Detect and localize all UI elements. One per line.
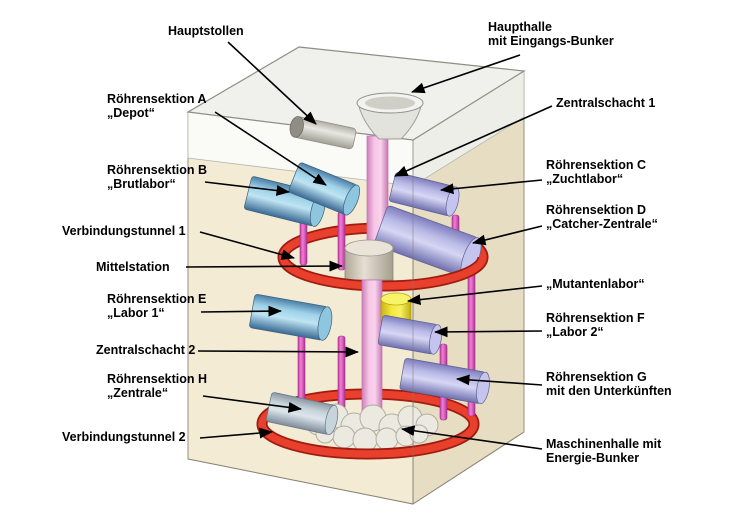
roehrensektion-g-cylinder <box>399 358 490 405</box>
arrow-sektion-e <box>200 305 283 317</box>
label-sektion-c: Röhrensektion C „Zuchtlabor“ <box>546 158 647 187</box>
arrow-sektion-d <box>471 225 543 246</box>
arrow-verbindungstunnel-2 <box>199 427 274 439</box>
label-mittelstation: Mittelstation <box>96 260 170 274</box>
arrow-sektion-f <box>433 326 543 338</box>
arrow-sektion-b <box>204 181 291 196</box>
label-hauptstollen: Hauptstollen <box>168 24 244 38</box>
arrow-sektion-h <box>202 395 303 413</box>
arrow-verbindungstunnel-1 <box>199 231 296 260</box>
zentralschacht-2-shaft <box>361 279 383 421</box>
leader-arrows <box>185 41 553 450</box>
label-sektion-g: Röhrensektion G mit den Unterkünften <box>546 370 672 399</box>
label-zentralschacht-1: Zentralschacht 1 <box>556 96 656 110</box>
label-sektion-h: Röhrensektion H „Zentrale“ <box>107 372 208 401</box>
arrow-haupthalle <box>410 54 521 94</box>
roehrensektion-c-cylinder <box>389 172 460 217</box>
haupthalle-funnel <box>356 92 424 140</box>
arrow-mutantenlabor <box>406 285 543 306</box>
arrow-hauptstollen <box>227 41 317 125</box>
mittelstation-cylinder <box>344 239 394 289</box>
arrow-maschinenhalle <box>400 425 543 450</box>
arrow-zentralschacht-1 <box>394 105 553 177</box>
label-verbindungstunnel-2: Verbindungstunnel 2 <box>62 430 186 444</box>
arrow-sektion-a <box>214 111 327 186</box>
label-sektion-f: Röhrensektion F „Labor 2“ <box>546 311 645 340</box>
roehrensektion-h-cylinder <box>265 392 339 436</box>
label-sektion-d: Röhrensektion D „Catcher-Zentrale“ <box>546 203 658 232</box>
label-maschinenhalle: Maschinenhalle mit Energie-Bunker <box>546 437 662 466</box>
verbindungstunnel-1-ring-front <box>277 256 489 292</box>
roehrensektion-a-cylinder <box>288 162 361 216</box>
label-mutantenlabor: „Mutantenlabor“ <box>546 277 645 291</box>
label-sektion-e: Röhrensektion E „Labor 1“ <box>107 292 207 321</box>
label-verbindungstunnel-1: Verbindungstunnel 1 <box>62 224 186 238</box>
arrow-sektion-c <box>439 179 543 195</box>
arrow-mittelstation <box>185 260 344 272</box>
label-haupthalle: Haupthalle mit Eingangs-Bunker <box>488 20 614 49</box>
support-leg <box>337 211 346 271</box>
arrow-sektion-g <box>455 374 543 386</box>
arrow-zentralschacht-2 <box>197 346 360 358</box>
label-sektion-a: Röhrensektion A „Depot“ <box>107 92 207 121</box>
label-zentralschacht-2: Zentralschacht 2 <box>96 343 196 357</box>
label-sektion-b: Röhrensektion B „Brutlabor“ <box>107 163 208 192</box>
